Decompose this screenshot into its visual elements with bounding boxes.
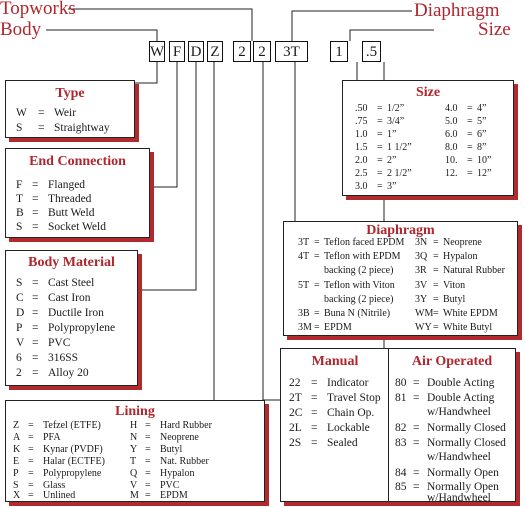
diaphragm-title: Diaphragm	[366, 223, 435, 238]
lining-title: Lining	[115, 404, 155, 419]
equals-sign: =	[38, 107, 45, 119]
end-connection-code: F	[16, 179, 23, 191]
body-material-value: PVC	[48, 337, 71, 349]
end-connection-code: B	[16, 207, 24, 219]
end-connection-value: Socket Weld	[48, 221, 106, 233]
size-panel: Size .50=1/2” .75=3/4” 1.0=1” 1.5=1 1/2”…	[342, 80, 514, 196]
body-material-value: Alloy 20	[48, 367, 89, 379]
body-material-value: Ductile Iron	[48, 307, 104, 319]
diaphragm-panel: Diaphragm 3T=Teflon faced EPDM 4T=Teflon…	[283, 221, 518, 336]
code-char-topworks-1: 2	[233, 41, 251, 62]
topworks-label: Topworks	[0, 0, 76, 19]
end-connection-value: Threaded	[48, 193, 92, 205]
type-value: Weir	[54, 107, 77, 119]
code-char-diaphragm: 3T	[275, 41, 308, 62]
equals-sign: =	[38, 122, 45, 134]
end-connection-code: T	[16, 193, 24, 205]
manual-leader	[262, 62, 280, 401]
body-leader	[46, 29, 158, 41]
body-material-code: P	[16, 322, 23, 334]
diaphragm-leader	[291, 10, 412, 41]
body-material-panel: Body Material S = Cast Steel C = Cast Ir…	[5, 250, 138, 386]
equals-sign: =	[32, 207, 39, 219]
manual-panel: Manual 22=Indicator 2T=Travel Stop 2C=Ch…	[280, 348, 390, 502]
code-char-body-material: D	[188, 41, 204, 62]
equals-sign: =	[32, 337, 39, 349]
topworks-leader	[68, 8, 253, 41]
body-material-code: S	[16, 277, 23, 289]
type-panel: Type W = Weir S = Straightway	[5, 80, 135, 138]
body-material-code: V	[16, 337, 25, 349]
end-connection-value: Butt Weld	[48, 207, 95, 219]
body-material-value: 316SS	[48, 352, 79, 364]
body-material-title: Body Material	[28, 255, 115, 270]
body-material-code: 2	[16, 367, 22, 379]
diaphragm-label: Diaphragm	[414, 0, 500, 21]
body-material-value: Cast Steel	[48, 277, 95, 289]
manual-title: Manual	[311, 354, 359, 369]
body-material-code: D	[16, 307, 25, 319]
equals-sign: =	[32, 307, 39, 319]
size-label: Size	[478, 19, 511, 40]
air-operated-panel: Air Operated 80=Double Acting 81=Double …	[388, 348, 516, 504]
equals-sign: =	[32, 221, 39, 233]
equals-sign: =	[32, 367, 39, 379]
equals-sign: =	[32, 277, 39, 289]
code-char-size-2: .5	[362, 41, 381, 62]
equals-sign: =	[32, 179, 39, 191]
code-char-topworks-2: 2	[253, 41, 271, 62]
type-code: S	[16, 122, 23, 134]
size-leader	[349, 29, 434, 41]
size-title: Size	[415, 85, 441, 100]
equals-sign: =	[32, 292, 39, 304]
equals-sign: =	[32, 322, 39, 334]
code-char-type: W	[149, 41, 165, 62]
code-char-size-1: 1	[330, 41, 348, 62]
body-material-value: Polypropylene	[48, 322, 116, 334]
end-connection-panel: End Connection F = Flanged T = Threaded …	[5, 148, 150, 238]
body-label: Body	[0, 19, 42, 40]
type-value: Straightway	[54, 122, 110, 134]
end-connection-title: End Connection	[29, 154, 126, 169]
body-material-code: 6	[16, 352, 22, 364]
body-material-leader	[138, 62, 197, 291]
code-char-end-connection: F	[169, 41, 185, 62]
lining-panel: Lining Z=Tefzel (ETFE) A=PFA K=Kynar (PV…	[5, 400, 265, 502]
type-title: Type	[55, 86, 85, 101]
equals-sign: =	[32, 193, 39, 205]
end-connection-leader	[150, 62, 178, 188]
body-material-value: Cast Iron	[48, 292, 91, 304]
equals-sign: =	[32, 352, 39, 364]
type-code: W	[16, 107, 27, 119]
code-char-lining: Z	[207, 41, 223, 62]
end-connection-value: Flanged	[48, 179, 86, 191]
end-connection-code: S	[16, 221, 23, 233]
air-operated-title: Air Operated	[411, 354, 493, 369]
body-material-code: C	[16, 292, 24, 304]
type-leader	[135, 62, 158, 84]
